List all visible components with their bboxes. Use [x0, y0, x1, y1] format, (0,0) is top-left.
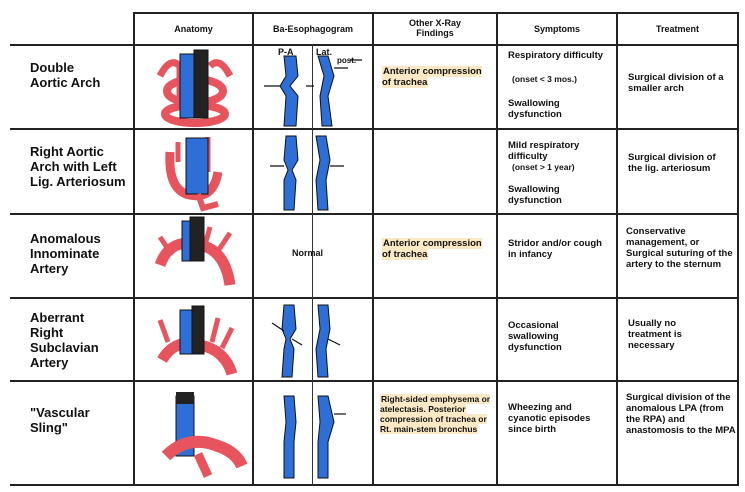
- anatomy-illustration-right-arch: [165, 137, 223, 212]
- col-line: [737, 12, 739, 486]
- anatomy-illustration-innominate: [154, 216, 236, 286]
- view-label-lat: Lat.: [316, 47, 333, 57]
- treatment-text: Usually no treatment is necessary: [628, 318, 682, 351]
- col-line: [372, 12, 374, 486]
- symptom-text: (onset < 3 mos.): [512, 74, 577, 84]
- esophagram-normal-text: Normal: [292, 248, 324, 258]
- symptom-text: Swallowing dysfunction: [508, 184, 562, 206]
- view-label-pa: P-A: [278, 47, 294, 57]
- header-xray: Other X-Ray Findings: [408, 18, 461, 38]
- row-line: [10, 484, 739, 486]
- xray-finding: Right-sided emphysema or atelectasis. Po…: [380, 394, 491, 434]
- esophagram-row4: [271, 304, 341, 378]
- condition-name: Anomalous Innominate Artery: [30, 231, 101, 276]
- header-anatomy: Anatomy: [174, 24, 213, 34]
- header-symptoms: Symptoms: [533, 24, 580, 34]
- condition-name: Aberrant Right Subclavian Artery: [30, 310, 99, 370]
- treatment-text: Conservative management, or Surgical sut…: [626, 226, 733, 270]
- symptom-text: Swallowing dysfunction: [508, 98, 562, 120]
- treatment-text: Surgical division of the anomalous LPA (…: [626, 392, 736, 436]
- header-treatment: Treatment: [655, 24, 699, 34]
- symptom-text: Occasional swallowing dysfunction: [508, 320, 562, 353]
- anatomy-illustration-sling: [161, 392, 248, 478]
- col-line: [252, 12, 254, 486]
- condition-name: "Vascular Sling": [30, 405, 90, 435]
- symptom-text: (onset > 1 year): [512, 162, 575, 172]
- symptom-text: Wheezing and cyanotic episodes since bir…: [508, 402, 591, 435]
- row-line: [10, 213, 739, 215]
- symptom-text: Stridor and/or cough in infancy: [508, 238, 602, 260]
- row-line: [10, 380, 739, 382]
- row-line: [10, 128, 739, 130]
- treatment-text: Surgical division of a smaller arch: [628, 72, 724, 94]
- symptom-text: Mild respiratory difficulty: [508, 140, 580, 162]
- esophagram-row2: [270, 135, 344, 211]
- condition-name: Double Aortic Arch: [30, 60, 101, 90]
- xray-finding: Anterior compression of trachea: [382, 66, 482, 88]
- view-label-post: post.: [337, 56, 357, 65]
- xray-finding: Anterior compression of trachea: [382, 238, 482, 260]
- anatomy-illustration-subclavian: [157, 305, 238, 376]
- col-line: [616, 12, 618, 486]
- symptom-text: Respiratory difficulty: [508, 50, 604, 61]
- col-line: [496, 12, 498, 486]
- row-line: [10, 44, 739, 46]
- row-line: [10, 297, 739, 299]
- col-line: [133, 12, 135, 486]
- esophagram-row5: [283, 395, 346, 479]
- row-line: [133, 12, 739, 14]
- header-esophagogram: Ba-Esophagogram: [272, 24, 353, 34]
- esophagram-row1: [264, 55, 362, 127]
- treatment-text: Surgical division of the lig. arteriosum: [628, 152, 716, 174]
- condition-name: Right Aortic Arch with Left Lig. Arterio…: [30, 144, 126, 189]
- esophagram-divider: [312, 44, 313, 484]
- anatomy-illustration-double-arch: [156, 49, 234, 127]
